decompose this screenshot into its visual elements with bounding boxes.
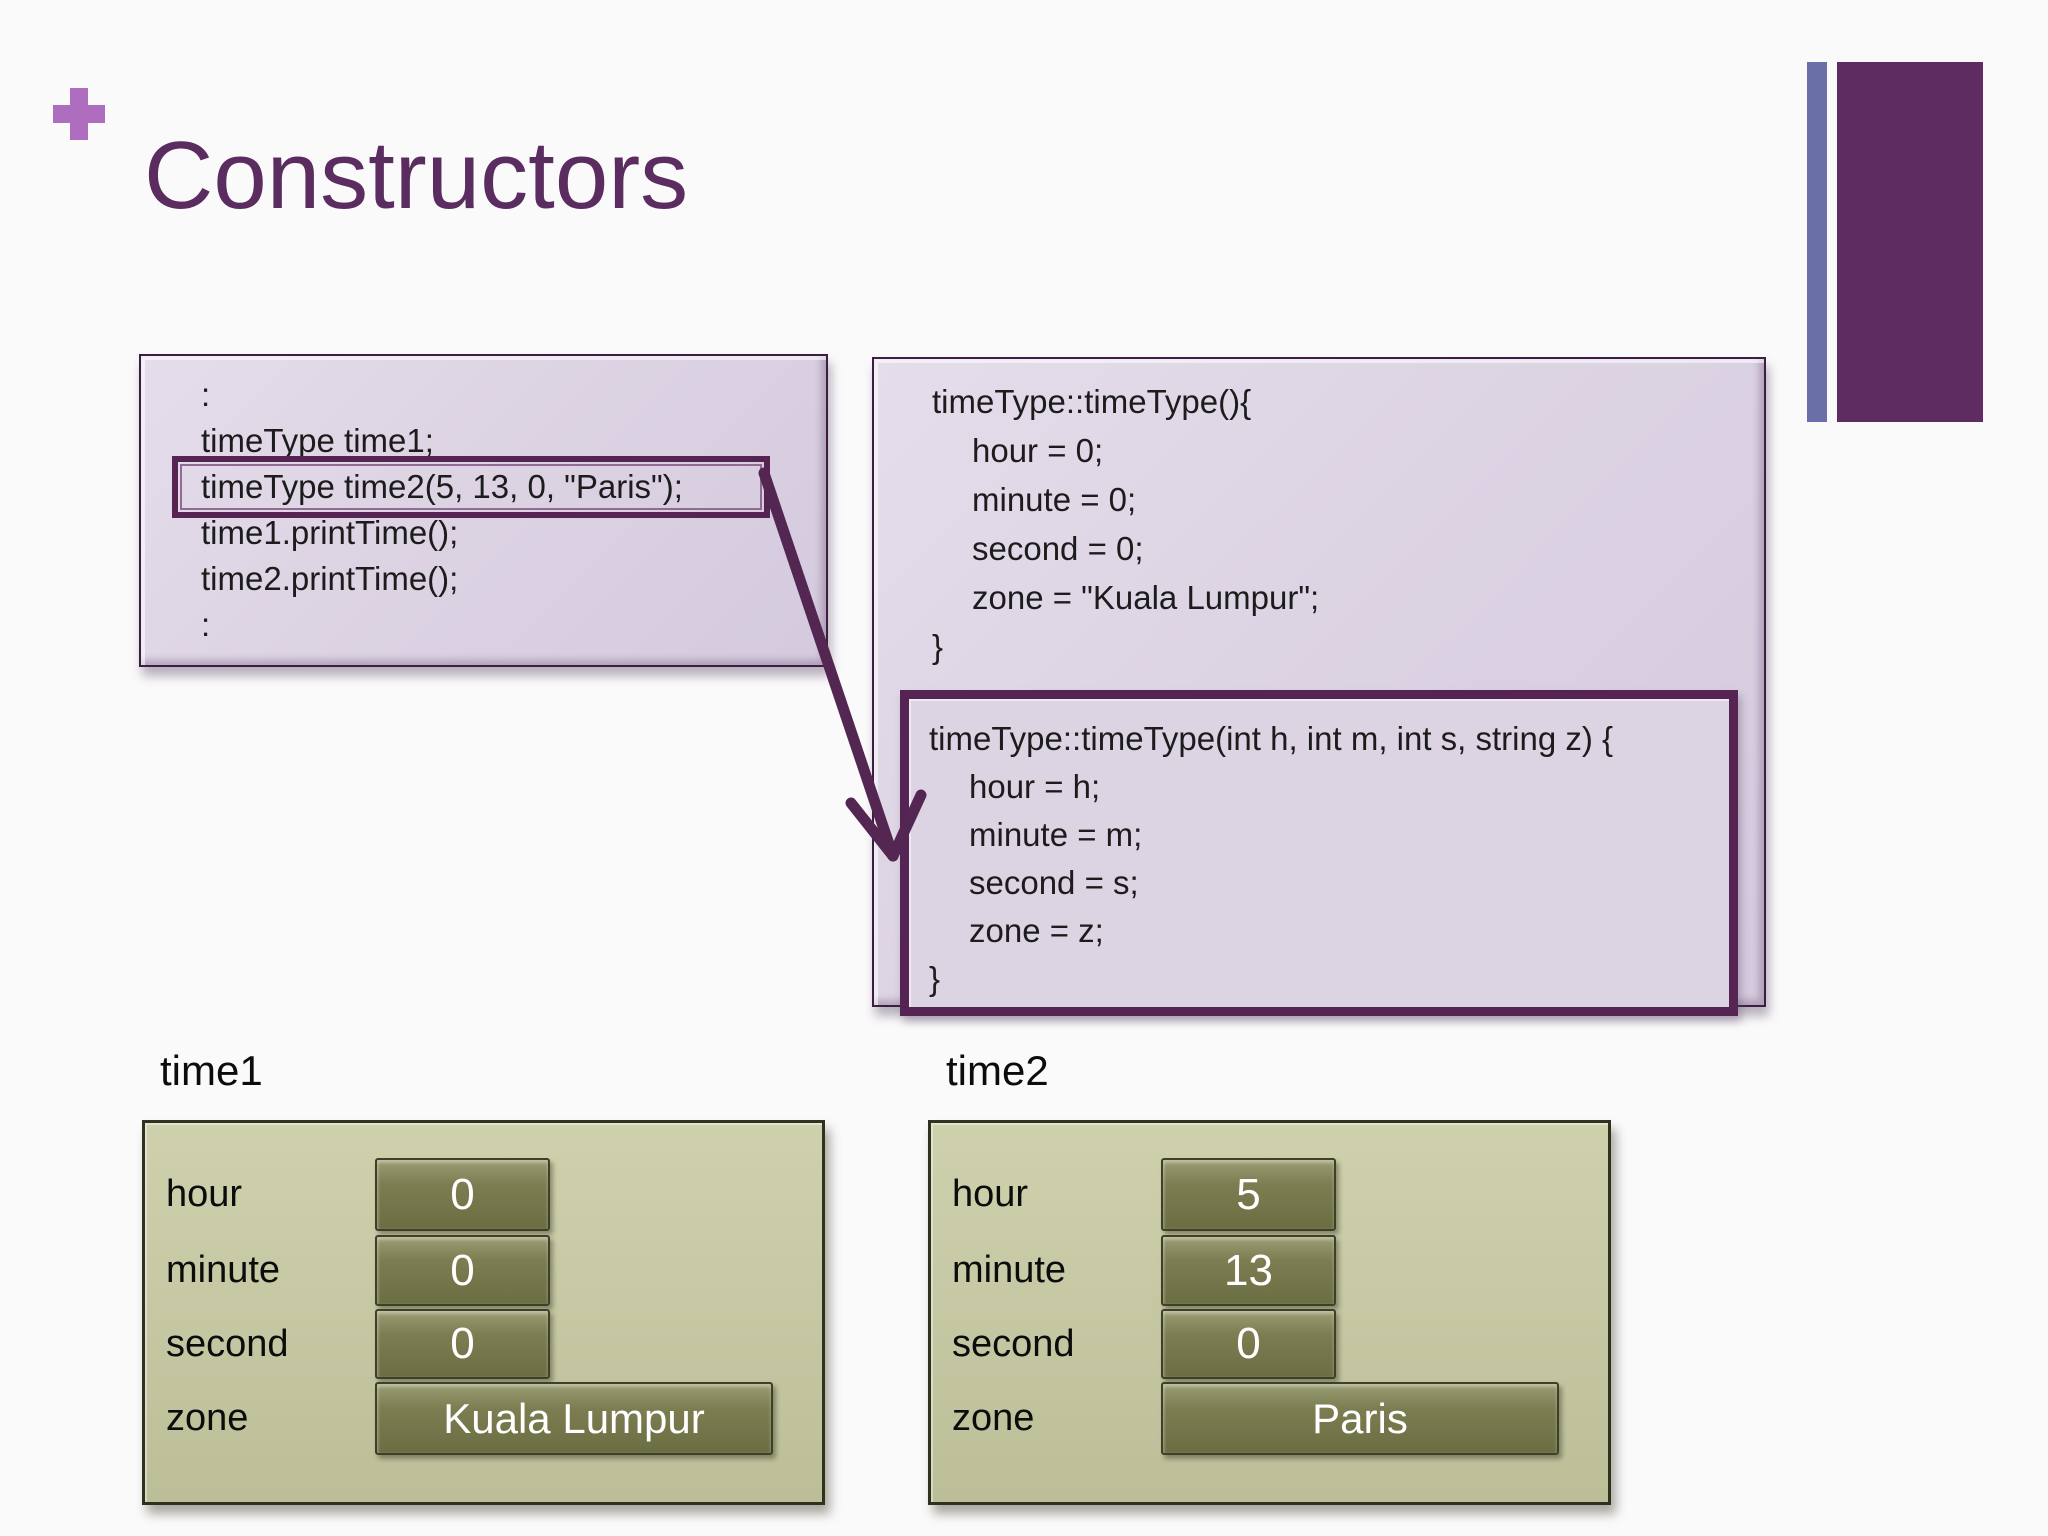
field-label-second: second xyxy=(166,1323,289,1365)
code-line: second = s; xyxy=(969,864,1139,901)
field-label-minute: minute xyxy=(952,1249,1067,1291)
highlight-box-constructor-call xyxy=(172,456,770,518)
code-line-param-ctor-header: timeType::timeType(int h, int m, int s, … xyxy=(929,720,1614,757)
code-line-default-ctor-header: timeType::timeType(){ xyxy=(932,383,1252,420)
highlight-box-param-constructor: timeType::timeType(int h, int m, int s, … xyxy=(900,690,1738,1016)
field-label-hour: hour xyxy=(952,1173,1029,1215)
value-cell-second: 0 xyxy=(1161,1309,1336,1379)
code-line-constructor-call: timeType time2(5, 13, 0, "Paris"); xyxy=(201,468,683,505)
field-label-hour: hour xyxy=(166,1173,243,1215)
field-label-minute: minute xyxy=(166,1249,281,1291)
value-cell-zone: Paris xyxy=(1161,1382,1559,1455)
object-title-time1: time1 xyxy=(160,1047,263,1094)
value-cell-minute: 13 xyxy=(1161,1235,1336,1306)
object-title-time2: time2 xyxy=(946,1047,1049,1094)
plus-icon-vertical-bar xyxy=(70,88,88,140)
value-cell-zone: Kuala Lumpur xyxy=(375,1382,773,1455)
value-cell-hour: 0 xyxy=(375,1158,550,1231)
object-card-time1: hour minute second zone 0 0 0 Kuala Lump… xyxy=(142,1120,825,1505)
code-line: time2.printTime(); xyxy=(201,560,459,597)
value-cell-second: 0 xyxy=(375,1309,550,1379)
field-label-second: second xyxy=(952,1323,1075,1365)
code-line: zone = z; xyxy=(969,912,1104,949)
object-card-time2: hour minute second zone 5 13 0 Paris xyxy=(928,1120,1611,1505)
highlight-box-inner-line xyxy=(180,464,762,510)
plus-icon xyxy=(53,88,105,140)
code-line: second = 0; xyxy=(972,530,1144,567)
code-line: } xyxy=(929,960,941,997)
decorative-bar-thin xyxy=(1807,62,1827,422)
code-line: : xyxy=(201,376,211,413)
field-label-zone: zone xyxy=(952,1397,1035,1439)
code-line: hour = h; xyxy=(969,768,1101,805)
code-line: zone = "Kuala Lumpur"; xyxy=(972,579,1320,616)
code-line: hour = 0; xyxy=(972,432,1104,469)
code-line: } xyxy=(932,628,944,665)
page-title: Constructors xyxy=(144,122,689,229)
decorative-bar-wide xyxy=(1837,62,1983,422)
code-line: minute = m; xyxy=(969,816,1143,853)
value-cell-minute: 0 xyxy=(375,1235,550,1306)
field-label-zone: zone xyxy=(166,1397,249,1439)
value-cell-hour: 5 xyxy=(1161,1158,1336,1231)
code-line: minute = 0; xyxy=(972,481,1137,518)
code-line: time1.printTime(); xyxy=(201,514,459,551)
code-line: : xyxy=(201,606,211,643)
code-line: timeType time1; xyxy=(201,422,434,459)
